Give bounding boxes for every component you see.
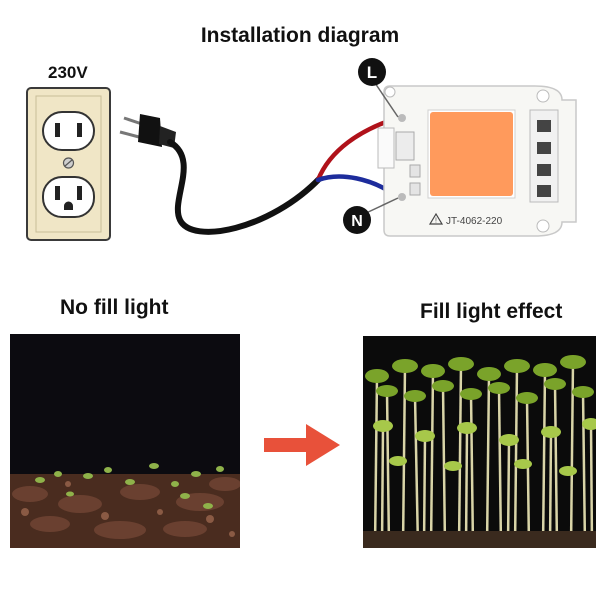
wiring-diagram: ! JT-4062-220 L N bbox=[26, 58, 577, 241]
power-cable bbox=[167, 139, 323, 235]
fill-light-effect-caption: Fill light effect bbox=[420, 300, 563, 323]
svg-text:!: ! bbox=[435, 218, 437, 225]
diagram-title: Installation diagram bbox=[200, 24, 400, 47]
live-terminal-badge: L bbox=[358, 58, 399, 118]
power-plug-icon bbox=[119, 114, 176, 148]
neutral-terminal-badge: N bbox=[343, 197, 399, 234]
wall-outlet bbox=[26, 87, 111, 241]
screw-icon bbox=[62, 157, 75, 169]
voltage-label: 230V bbox=[48, 63, 88, 82]
upper-socket-icon bbox=[42, 111, 95, 151]
lower-socket-icon bbox=[42, 176, 95, 218]
no-fill-light-caption: No fill light bbox=[60, 296, 169, 319]
fill-light-effect-photo bbox=[363, 336, 596, 548]
led-driver-board: ! JT-4062-220 bbox=[377, 85, 577, 237]
no-fill-light-photo bbox=[10, 334, 240, 548]
svg-text:L: L bbox=[367, 63, 377, 82]
board-model-label: JT-4062-220 bbox=[446, 216, 503, 227]
comparison-arrow-icon bbox=[264, 424, 340, 466]
warning-icon bbox=[428, 212, 444, 225]
svg-text:N: N bbox=[351, 213, 363, 230]
